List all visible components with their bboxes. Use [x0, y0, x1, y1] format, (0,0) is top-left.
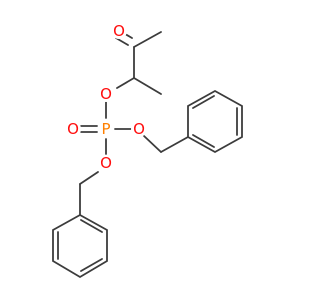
bond-ch-oxygen [116, 77, 135, 89]
bond-methyl-carbonyl [133, 31, 162, 48]
label-bg-o-right [131, 121, 147, 137]
ring-bottom-outline [52, 213, 108, 279]
bond-ch-methyl [133, 77, 162, 95]
atom-labels: O O O P O O [65, 22, 147, 172]
benzene-ring-right [187, 89, 243, 154]
label-bg-o-double [65, 121, 81, 137]
label-bg-o-ketone [111, 23, 127, 39]
atom-phosphorus: P [101, 120, 110, 138]
bond-o-ch2-bottom [79, 171, 99, 185]
chemical-structure: O O O P O O [52, 22, 243, 279]
atom-o-bottom: O [100, 154, 112, 172]
atom-o-ester-top: O [100, 85, 112, 103]
benzene-ring-bottom [52, 213, 108, 279]
label-bg-o-ester-top [98, 86, 114, 102]
bonds [79, 30, 189, 216]
ring-bottom-double-1 [80, 219, 103, 233]
atom-o-right: O [133, 120, 145, 138]
atom-o-double: O [67, 120, 79, 138]
ring-right-outline [187, 89, 243, 154]
ring-bottom-double-2 [80, 258, 103, 272]
bond-carbonyl-oxygen-a [115, 37, 129, 46]
ring-right-double-3 [192, 134, 215, 148]
ring-right-double-1 [192, 95, 215, 109]
label-bg-o-bottom [98, 155, 114, 171]
bond-ch2-ring-right [160, 136, 189, 153]
atom-o-ketone: O [113, 22, 125, 40]
bond-o-ch2-right [143, 135, 162, 153]
label-bg-p [98, 121, 114, 137]
